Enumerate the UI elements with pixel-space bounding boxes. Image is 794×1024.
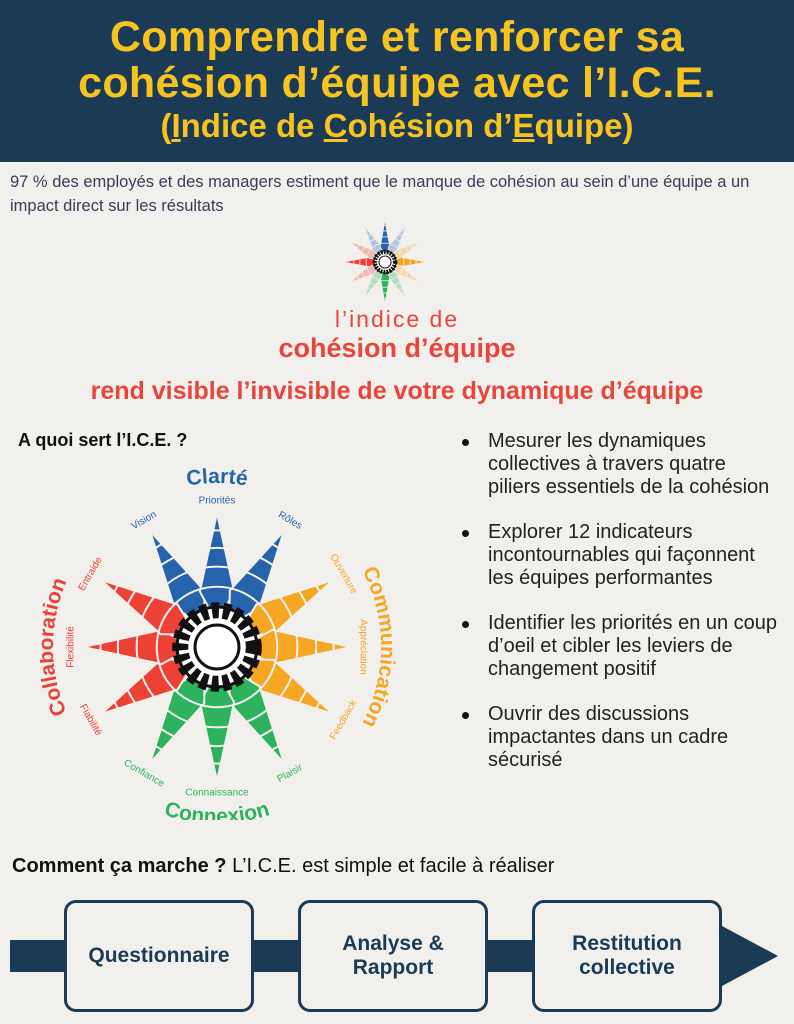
purpose-list: Mesurer les dynamiques collectives à tra…	[460, 430, 780, 794]
indicator-label: Connaissance	[185, 788, 249, 799]
pillar-label-text: Connexion	[162, 797, 272, 820]
how-it-works-heading: Comment ça marche ? L’I.C.E. est simple …	[12, 855, 555, 877]
step-restitution: Restitution collective	[532, 900, 722, 1012]
indicator-label: Flexibilité	[66, 626, 77, 668]
pillar-label-connexion: Connexion	[162, 797, 272, 820]
ring-line	[353, 230, 417, 294]
title-line-1: Comprendre et renforcer sa	[109, 13, 685, 61]
section-heading-purpose: A quoi sert l’I.C.E. ?	[18, 430, 188, 450]
pillar-label-clarté: Clarté	[185, 465, 249, 491]
indicator-label: Appréciation	[357, 619, 368, 675]
list-item: Explorer 12 indicateurs incontournables …	[460, 521, 780, 590]
brand-line-1: l’indice de	[334, 306, 460, 332]
intro-statistic: 97 % des employés et des managers estime…	[10, 173, 750, 215]
indicator-label: Rôles	[276, 510, 304, 532]
indicator-label: Vision	[130, 509, 159, 532]
indicator-label: Feedback	[328, 697, 360, 741]
ring-line	[365, 242, 405, 282]
indicator-label: Priorités	[199, 496, 236, 507]
ice-logo-icon	[342, 219, 428, 305]
ring-line	[135, 565, 299, 729]
list-item: Identifier les priorités en un coup d’oe…	[460, 612, 780, 681]
ring-line	[116, 546, 318, 748]
hub-inner	[193, 623, 241, 671]
title-line-2: cohésion d’équipe avec l’I.C.E.	[78, 59, 716, 107]
indicator-label: Plaisir	[276, 762, 306, 785]
ring-line	[359, 236, 411, 288]
tagline: rend visible l’invisible de votre dynami…	[90, 377, 704, 405]
brand-line-2: cohésion d’équipe	[278, 333, 516, 363]
title-acronym: (Indice de Cohésion d’Equipe)	[160, 107, 634, 144]
hub-inner	[378, 255, 392, 269]
header-banner: Comprendre et renforcer sa cohésion d’éq…	[0, 0, 794, 162]
indicator-label: Ouverture	[327, 552, 359, 596]
pillar-label-text: Clarté	[185, 465, 249, 491]
indicator-label: Fiabilité	[77, 702, 104, 738]
hub-pattern	[172, 602, 262, 692]
hub-pattern	[372, 249, 398, 275]
arrow-head-icon	[722, 926, 778, 986]
list-item: Ouvrir des discussions impactantes dans …	[460, 703, 780, 772]
step-questionnaire: Questionnaire	[64, 900, 254, 1012]
indicator-label: Confiance	[122, 758, 167, 790]
ring-line	[99, 529, 335, 765]
indicator-label: Entraide	[77, 555, 105, 593]
step-analyse-rapport: Analyse & Rapport	[298, 900, 488, 1012]
ring-line	[348, 225, 422, 299]
ring-line	[155, 585, 279, 709]
list-item: Mesurer les dynamiques collectives à tra…	[460, 430, 780, 499]
